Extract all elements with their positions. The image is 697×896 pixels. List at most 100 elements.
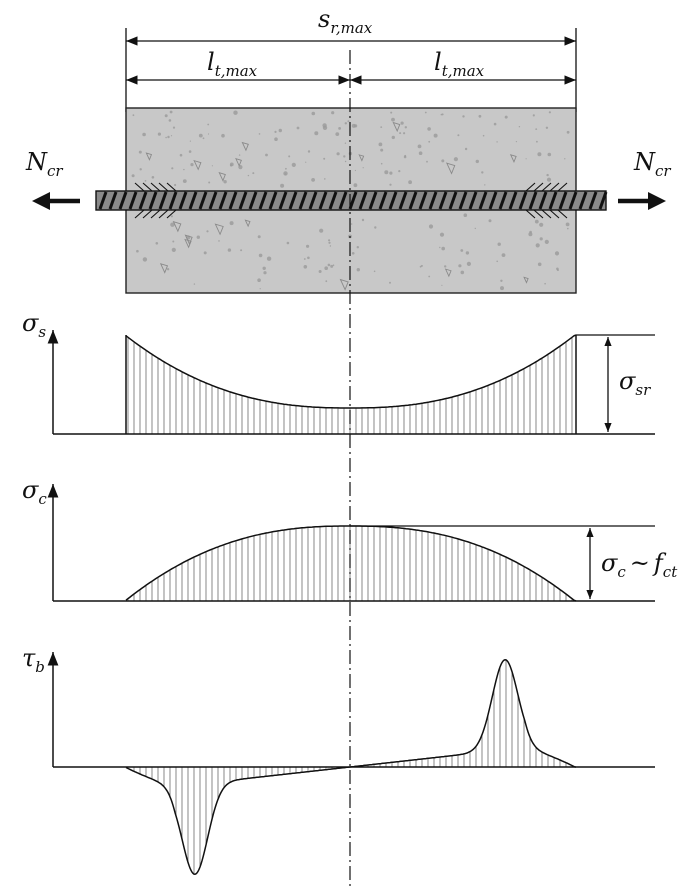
aggregate-speck [378, 142, 383, 147]
bond-crack-marks [134, 182, 568, 219]
aggregate-stone [358, 154, 365, 162]
dim-total-label: sr,max [318, 5, 373, 37]
rebar-rib [218, 191, 228, 210]
aggregate-speck [167, 135, 170, 139]
aggregate-speck [164, 114, 168, 118]
aggregate-speck [311, 178, 315, 182]
aggregate-speck [288, 155, 291, 158]
aggregate-speck [257, 278, 261, 283]
aggregate-speck [417, 144, 422, 149]
aggregate-speck [229, 221, 234, 226]
aggregate-speck [493, 122, 497, 126]
aggregate-speck [318, 270, 322, 273]
aggregate-speck [535, 243, 540, 248]
aggregate-stone [339, 278, 349, 291]
aggregate-speck [539, 237, 543, 241]
aggregate-speck [353, 183, 358, 188]
rebar-rib [258, 191, 268, 210]
aggregate-speck [500, 279, 503, 282]
rebar-rib [468, 191, 478, 210]
aggregate-speck [496, 260, 499, 263]
rebar-rib [118, 191, 128, 210]
rebar-ribs [98, 191, 608, 210]
aggregate-speck [344, 142, 347, 144]
rebar-rib [198, 191, 208, 210]
aggregate-speck [458, 264, 462, 268]
steel-stress-curve [125, 334, 577, 409]
aggregate-speck [504, 115, 508, 119]
aggregate-speck [418, 151, 423, 155]
aggregate-speck [373, 270, 376, 273]
aggregate-speck [208, 181, 211, 184]
aggregate-stone [172, 220, 182, 233]
rebar-rib [378, 191, 388, 210]
aggregate-speck [157, 132, 161, 136]
aggregate-speck [265, 153, 268, 157]
aggregate-stone [214, 223, 224, 236]
aggregate-stone [193, 159, 202, 171]
aggregate-speck [198, 133, 203, 138]
aggregate-speck [441, 159, 445, 163]
aggregate-speck [408, 180, 412, 185]
aggregate-speck [344, 160, 347, 163]
aggregate-speck [547, 152, 552, 157]
rebar-rib [448, 191, 458, 210]
aggregate-speck [515, 141, 518, 143]
aggregate-speck [361, 218, 365, 222]
aggregate-speck [142, 132, 146, 137]
rebar-rib [498, 191, 508, 210]
aggregate-speck [535, 128, 538, 131]
force-right-label: Ncr [633, 148, 671, 180]
aggregate-speck [567, 227, 569, 230]
aggregate-speck [291, 162, 296, 167]
aggregate-speck [403, 132, 406, 135]
aggregate-speck [335, 132, 340, 137]
rebar-rib [558, 191, 568, 210]
aggregate-speck [532, 114, 535, 117]
aggregate-speck [211, 165, 213, 167]
aggregate-stone [145, 152, 153, 161]
rebar-rib [408, 191, 418, 210]
aggregate-speck [240, 249, 243, 252]
aggregate-speck [131, 174, 135, 178]
aggregate-speck [170, 215, 173, 218]
aggregate-speck [554, 251, 560, 256]
rebar-rib [368, 191, 378, 210]
aggregate-speck [564, 158, 566, 160]
aggregate-speck [427, 127, 431, 131]
aggregate-speck [460, 270, 465, 275]
aggregate-speck [380, 126, 383, 128]
aggregate-speck [428, 275, 431, 278]
aggregate-speck [347, 120, 350, 123]
aggregate-speck [328, 241, 331, 244]
aggregate-speck [354, 169, 356, 172]
rebar-rib [568, 191, 578, 210]
aggregate-speck [311, 111, 316, 116]
dim-right-label: lt,max [434, 48, 485, 80]
aggregate-speck [440, 113, 443, 116]
aggregate-speck [296, 126, 300, 130]
aggregate-speck [171, 247, 176, 252]
aggregate-speck [536, 140, 538, 143]
aggregate-speck [400, 121, 404, 125]
rebar-rib [108, 191, 118, 210]
aggregate-speck [344, 122, 347, 125]
crack-mark [549, 182, 560, 219]
aggregate-speck [534, 219, 539, 224]
aggregate-speck [258, 253, 263, 258]
aggregate-stone [184, 238, 192, 249]
aggregate-stone [241, 141, 249, 152]
aggregate-speck [428, 140, 431, 143]
aggregate-speck [182, 179, 187, 184]
aggregate-speck [350, 223, 353, 225]
aggregate-speck [433, 133, 438, 138]
rebar-rib [138, 191, 148, 210]
aggregate-speck [202, 137, 205, 140]
rebar-rib [458, 191, 468, 210]
rebar-rib [298, 191, 308, 210]
aggregate-speck [544, 282, 546, 285]
bond-stress-axis-label: τb [22, 644, 45, 676]
rebar-rib [178, 191, 188, 210]
aggregate-speck [389, 183, 392, 186]
